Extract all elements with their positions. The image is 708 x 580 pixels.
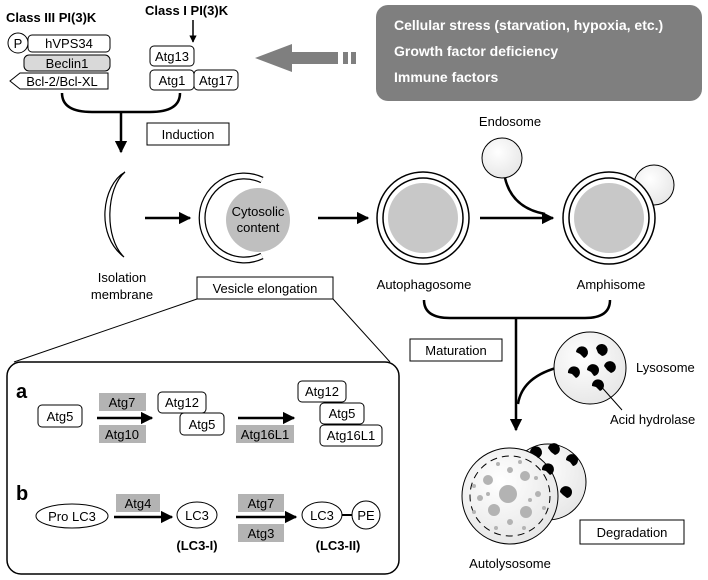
a-atg5-box (37, 404, 83, 428)
maturation-label: Maturation (425, 343, 486, 358)
b-atg7-label: Atg7 (248, 496, 275, 511)
pro-lc3-shape (35, 503, 109, 529)
c-atg16l1-label: Atg16L1 (327, 428, 375, 443)
induction-box (146, 122, 230, 146)
cytosolic-label-1: Cytosolic (232, 204, 285, 219)
autophagosome-label: Autophagosome (377, 277, 472, 292)
bcl-label: Bcl-2/Bcl-XL (26, 74, 98, 89)
atg13-box (149, 45, 195, 67)
lc3-ii-label: (LC3-II) (316, 538, 361, 553)
acid-hydrolase-pointer (597, 382, 623, 411)
zoom-line-left (13, 298, 198, 363)
atg13-label: Atg13 (155, 49, 189, 64)
maturation-bracket (422, 299, 612, 320)
autophagosome-content (388, 183, 458, 253)
atg10-tag (99, 425, 146, 443)
atg17-box (193, 69, 239, 91)
c-atg5-box (319, 402, 365, 425)
zoom-line-right (332, 298, 391, 363)
a-atg5-label: Atg5 (47, 409, 74, 424)
stress-line-1: Cellular stress (starvation, hypoxia, et… (394, 17, 663, 33)
lysosome-acid-hydrolases (567, 344, 616, 391)
acid-hydrolase-label: Acid hydrolase (610, 412, 695, 427)
panel-b-label: b (16, 483, 28, 505)
atg1-label: Atg1 (159, 73, 186, 88)
atg4-tag (116, 494, 160, 512)
c-atg5-label: Atg5 (329, 406, 356, 421)
lc3-2-label: LC3 (310, 508, 334, 523)
endosome-fusion-curve (503, 177, 546, 216)
a-atg5b-box (179, 412, 225, 436)
induction-bracket (60, 92, 182, 114)
autolysosome-dashed-membrane (469, 455, 551, 537)
bcl-box (9, 72, 109, 90)
atg3-label: Atg3 (248, 526, 275, 541)
lc3-i-label: (LC3-I) (176, 538, 217, 553)
c-atg12-box (297, 380, 347, 403)
isolation-membrane-shape (104, 171, 126, 258)
atg4-label: Atg4 (125, 496, 152, 511)
isolation-label-2: membrane (91, 287, 153, 302)
stress-line-2: Growth factor deficiency (394, 43, 558, 59)
a-atg12-label: Atg12 (165, 395, 199, 410)
pe-shape (351, 500, 381, 530)
a-atg5b-label: Atg5 (189, 417, 216, 432)
stress-dash-1 (343, 52, 348, 64)
atg17-label: Atg17 (199, 73, 233, 88)
induction-label: Induction (162, 127, 215, 142)
degradation-label: Degradation (597, 525, 668, 540)
degradation-box (579, 519, 685, 545)
stress-line-3: Immune factors (394, 69, 498, 85)
atg10-label: Atg10 (105, 427, 139, 442)
lysosome-fusion-curve (516, 366, 557, 405)
beclin1-label: Beclin1 (46, 56, 89, 71)
pro-lc3-label: Pro LC3 (48, 509, 96, 524)
stress-dash-2 (351, 52, 356, 64)
phagophore-inner (199, 173, 263, 263)
lc3-label: LC3 (185, 508, 209, 523)
panel-a-label: a (16, 381, 28, 403)
atg3-tag (238, 524, 284, 542)
atg7-label: Atg7 (109, 395, 136, 410)
isolation-label-1: Isolation (98, 270, 146, 285)
lc3-shape (176, 501, 218, 529)
vesicle-elongation-label: Vesicle elongation (213, 281, 318, 296)
beclin1-box (23, 54, 111, 72)
hvps34-box (27, 34, 111, 53)
pe-label: PE (357, 508, 375, 523)
stress-big-arrow (255, 44, 338, 72)
b-atg7-tag (238, 494, 284, 512)
autolysosome-degrading-content (472, 460, 546, 530)
class1-title: Class I PI(3)K (145, 3, 229, 18)
cytosolic-content (226, 188, 290, 252)
atg7-tag (99, 393, 146, 411)
c-atg12-label: Atg12 (305, 384, 339, 399)
phospho-label: P (14, 36, 23, 51)
maturation-box (409, 338, 503, 362)
c-atg16l1-box (319, 424, 383, 447)
endosome-label: Endosome (479, 114, 541, 129)
hvps34-label: hVPS34 (45, 36, 93, 51)
amphisome-label: Amphisome (577, 277, 646, 292)
vesicle-elongation-box (196, 276, 334, 300)
autolysosome-label: Autolysosome (469, 556, 551, 571)
lysosome-label: Lysosome (636, 360, 695, 375)
cytosolic-label-2: content (237, 220, 280, 235)
autolysosome-acid-hydrolases (530, 443, 578, 498)
atg16l1-tag-label: Atg16L1 (241, 427, 289, 442)
atg16l1-tag (236, 425, 294, 443)
stress-box (376, 5, 702, 101)
amphisome-content (574, 183, 644, 253)
endosome-shape (481, 137, 523, 179)
class3-title: Class III PI(3)K (6, 10, 97, 25)
